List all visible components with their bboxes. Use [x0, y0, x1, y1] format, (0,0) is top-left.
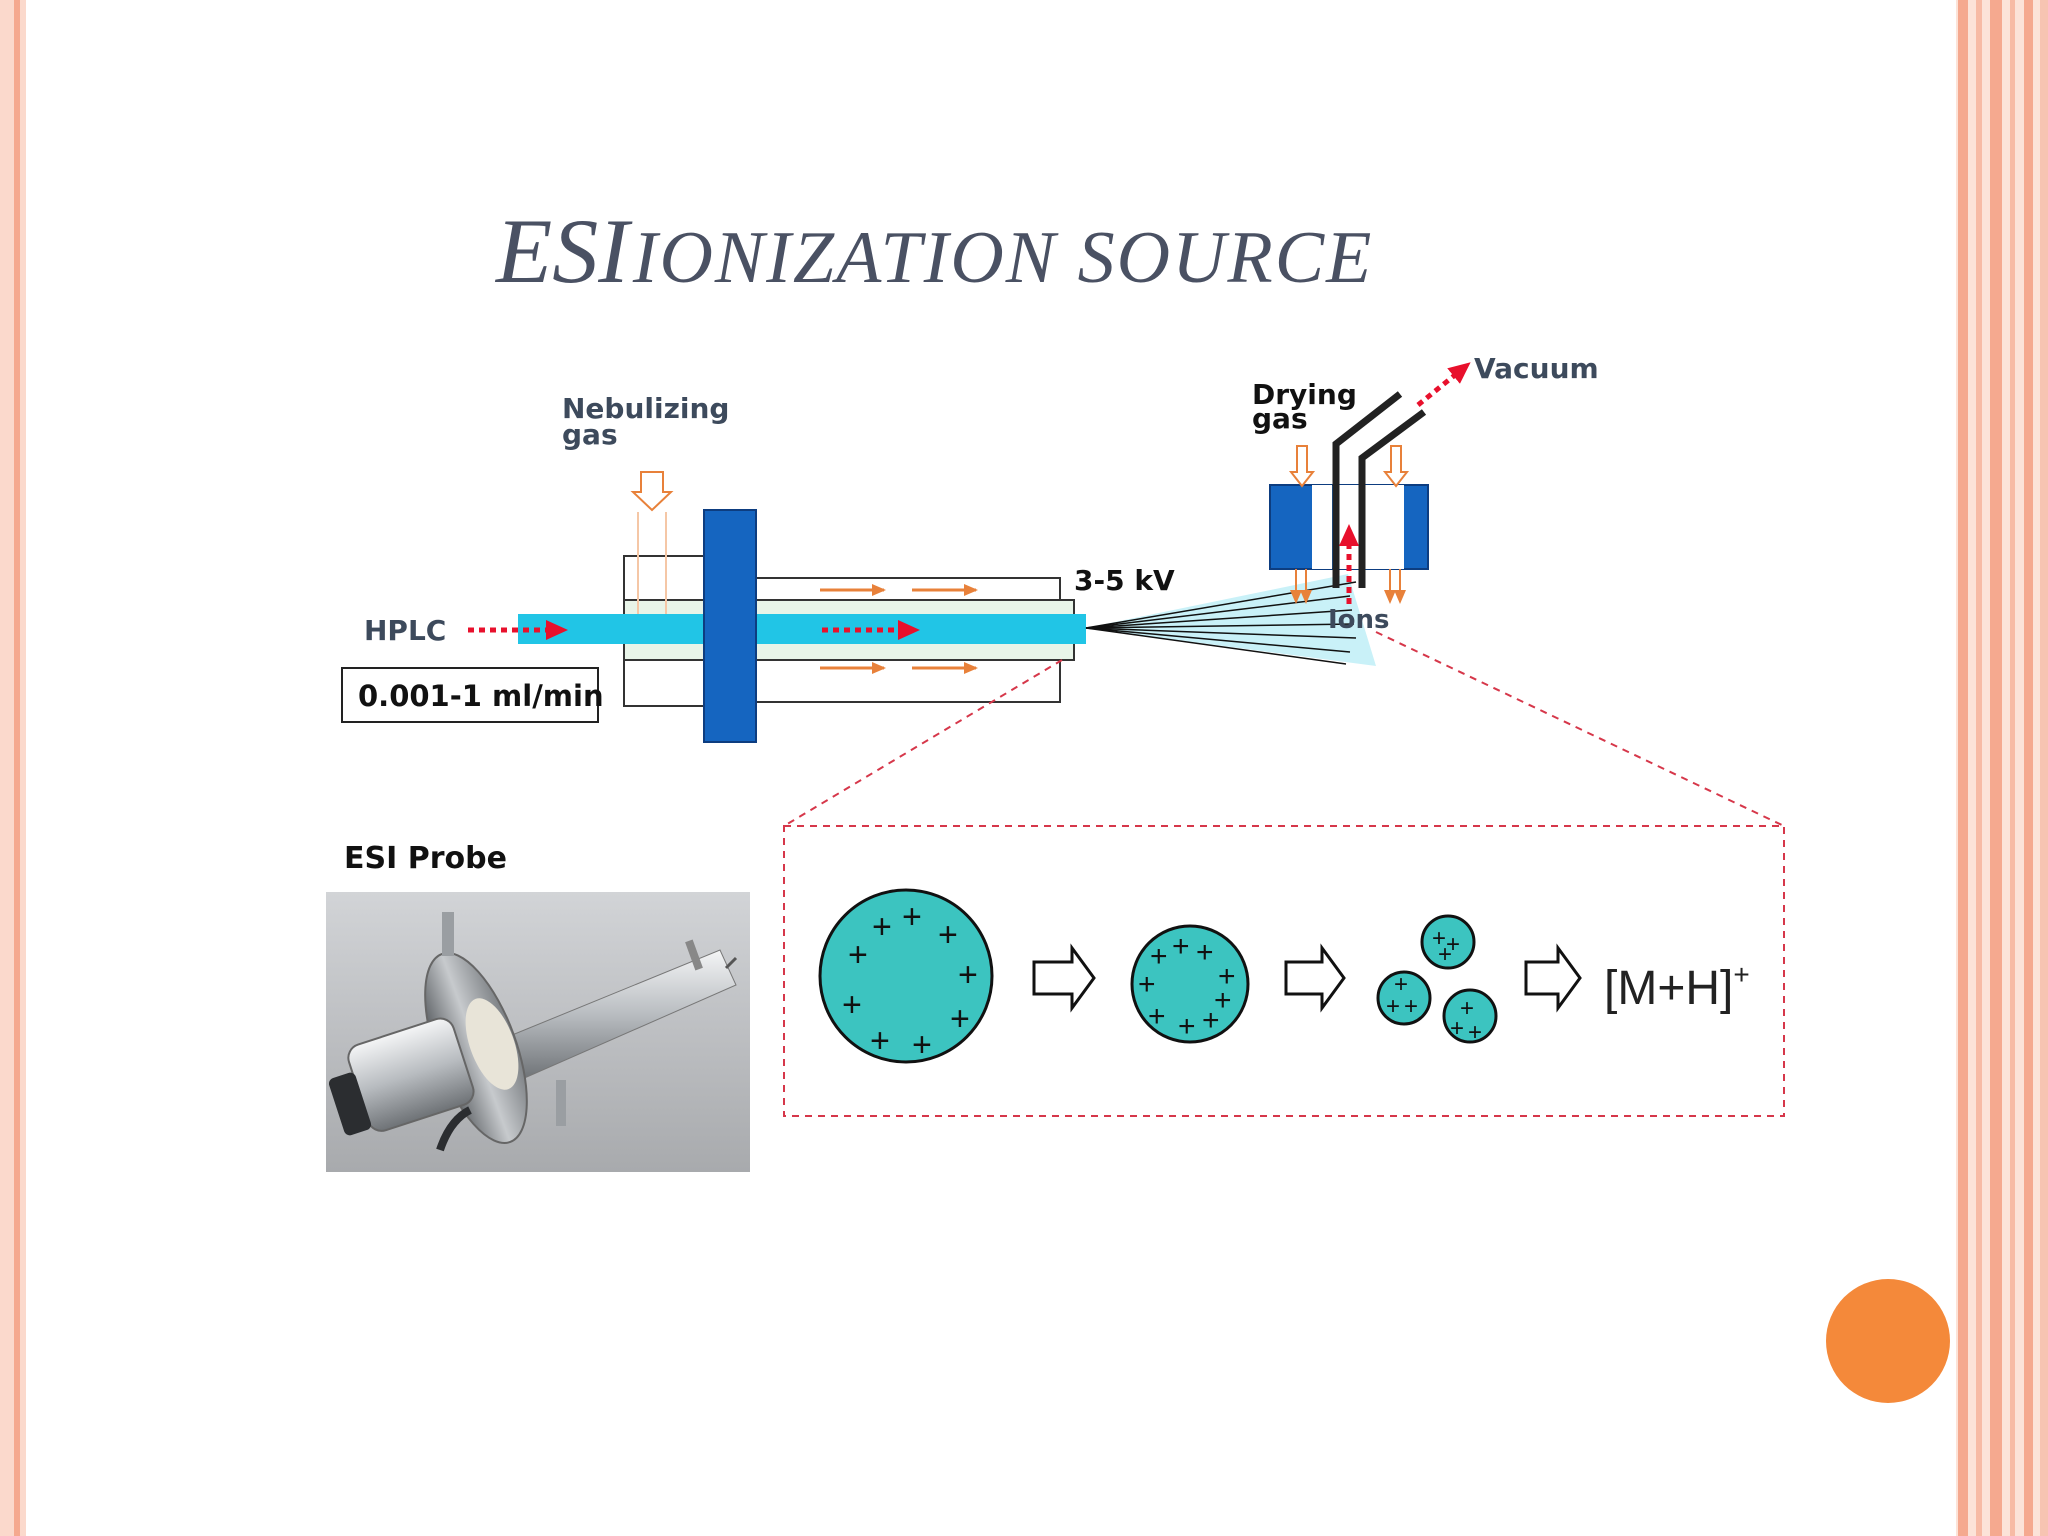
- charge-mark: +: [912, 1026, 932, 1064]
- product-ion-label: [M+H]+: [1604, 959, 1750, 1015]
- charge-mark: +: [938, 916, 958, 954]
- left-border: [0, 0, 26, 1536]
- charge-mark: +: [1432, 925, 1446, 952]
- charge-mark: +: [1196, 936, 1214, 969]
- diagram-labels: Nebulizing gas HPLC 0.001-1 ml/min 3-5 k…: [344, 352, 1599, 876]
- charge-mark: +: [1438, 941, 1452, 968]
- sheath-gas-flow-arrows: [820, 584, 978, 674]
- charge-mark: +: [1468, 1019, 1482, 1046]
- droplet-medium: + + + + + + + + +: [1130, 924, 1250, 1044]
- charge-mark: +: [1178, 1010, 1196, 1043]
- flow-rate-box: [341, 667, 599, 723]
- drying-gas-label-line1: Drying: [1252, 378, 1357, 411]
- charge-mark: +: [1148, 1000, 1166, 1033]
- charge-mark: +: [1386, 993, 1400, 1020]
- title-main: ESI: [496, 200, 629, 302]
- charge-mark: +: [872, 908, 892, 946]
- charge-mark: +: [848, 936, 868, 974]
- page-dot: [1826, 1279, 1950, 1403]
- inlet-capillary-wall-left: [1332, 391, 1403, 588]
- vacuum-arrow: [1416, 362, 1471, 407]
- esi-probe-label: ESI Probe: [344, 841, 507, 876]
- slide-title: ESI IONIZATION SOURCE: [496, 196, 1596, 306]
- esi-probe-photo: [326, 892, 750, 1172]
- drying-gas-label-line2: gas: [1252, 402, 1308, 435]
- charge-mark: +: [1460, 995, 1474, 1022]
- stage-arrow-2: [1284, 943, 1346, 1013]
- zoom-line-right: [1375, 631, 1785, 827]
- left-border-bar: [14, 0, 20, 1536]
- probe-flange: [703, 509, 757, 743]
- charge-mark: +: [902, 898, 922, 936]
- product-ion-base: [M+H]: [1604, 962, 1733, 1015]
- right-border: [1956, 0, 2048, 1536]
- charge-mark: +: [1446, 931, 1460, 958]
- charge-mark: +: [950, 1000, 970, 1038]
- droplet-medium-charges: + + + + + + + + +: [1138, 930, 1236, 1043]
- nebulizing-gas-label-line1: Nebulizing: [562, 392, 729, 425]
- charge-mark: +: [958, 956, 978, 994]
- zoom-line-left: [783, 659, 1063, 827]
- ions-label: Ions: [1328, 605, 1390, 635]
- inlet-capillary-wall-right: [1358, 409, 1427, 588]
- droplet-large-charges: + + + + + + + + +: [842, 898, 978, 1064]
- stage-arrow-1: [1032, 943, 1096, 1013]
- nebulizing-gas-label-line2: gas: [562, 418, 618, 451]
- droplet-small: [1420, 914, 1476, 970]
- droplet-large: + + + + + + + + +: [818, 888, 994, 1064]
- charge-mark: +: [1214, 984, 1232, 1017]
- title-rest: IONIZATION SOURCE: [632, 217, 1374, 299]
- charge-mark: +: [870, 1022, 890, 1060]
- charge-mark: +: [1450, 1015, 1464, 1042]
- droplet-small: [1442, 988, 1498, 1044]
- voltage-label: 3-5 kV: [1074, 564, 1175, 597]
- charge-mark: +: [1202, 1004, 1220, 1037]
- product-ion-charge: +: [1733, 959, 1749, 990]
- charge-mark: +: [1404, 993, 1418, 1020]
- stage-arrow-3: [1524, 943, 1582, 1013]
- inlet-gas-channel-left: [1312, 485, 1332, 569]
- nebulizing-gas-arrow: [630, 471, 674, 614]
- charge-mark: +: [1394, 971, 1408, 998]
- flow-rate-label: 0.001-1 ml/min: [358, 679, 604, 713]
- charge-mark: +: [1150, 940, 1168, 973]
- droplets-small: + + + + + + + + +: [1376, 914, 1498, 1046]
- drying-gas-arrows: [1288, 445, 1410, 604]
- hplc-label: HPLC: [364, 614, 446, 647]
- charge-mark: +: [1172, 930, 1190, 963]
- charge-mark: +: [1218, 960, 1236, 993]
- inlet-gas-channel-right: [1384, 485, 1404, 569]
- charge-mark: +: [842, 986, 862, 1024]
- sample-capillary: [518, 614, 1086, 644]
- droplet-small: [1376, 970, 1432, 1026]
- charge-mark: +: [1138, 968, 1156, 1001]
- vacuum-label: Vacuum: [1474, 352, 1599, 385]
